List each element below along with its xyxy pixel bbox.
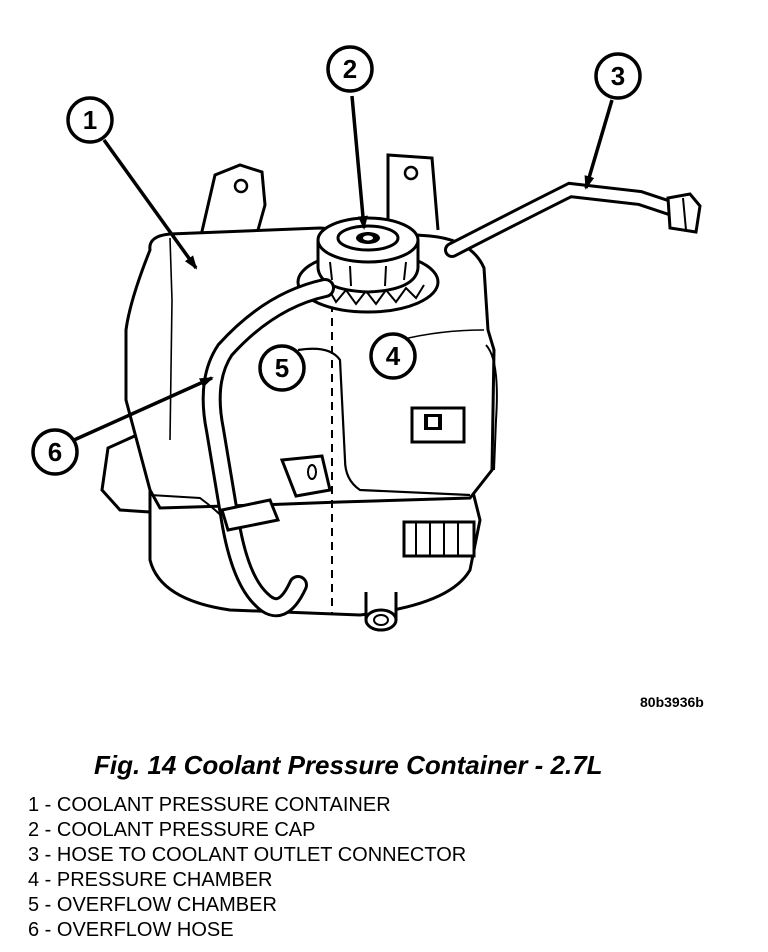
leader-line-3 (584, 99, 614, 190)
drain-outlet (364, 592, 398, 632)
callout-1-number: 1 (83, 105, 97, 135)
legend-item-4: 4 - PRESSURE CHAMBER (28, 869, 273, 891)
lower-connector (402, 520, 476, 558)
hose-to-outlet-connector (444, 181, 702, 258)
mounting-boss-center (279, 454, 332, 498)
hose-retainer-clip (220, 498, 281, 532)
legend-item-2: 2 - COOLANT PRESSURE CAP (28, 819, 316, 841)
coolant-container-diagram: 1 2 3 4 5 6 (31, 45, 702, 632)
mounting-bracket-left (198, 163, 267, 241)
legend-item-1: 1 - COOLANT PRESSURE CONTAINER (28, 794, 391, 816)
legend-item-5: 5 - OVERFLOW CHAMBER (28, 894, 277, 916)
callout-3-number: 3 (611, 61, 625, 91)
legend-item-6: 6 - OVERFLOW HOSE (28, 919, 234, 941)
callout-5: 5 (258, 344, 306, 392)
overflow-hose (201, 278, 335, 618)
callout-6: 6 (31, 428, 79, 476)
figure-caption: Fig. 14 Coolant Pressure Container - 2.7… (94, 750, 603, 780)
coolant-pressure-cap (316, 216, 420, 294)
callout-legend: 1 - COOLANT PRESSURE CONTAINER 2 - COOLA… (28, 793, 466, 943)
mounting-bracket-right (386, 153, 440, 240)
callout-1: 1 (66, 96, 114, 144)
leader-line-2 (350, 95, 368, 230)
callout-4-number: 4 (386, 341, 401, 371)
callout-2: 2 (326, 45, 374, 93)
figure-code: 80b3936b (640, 694, 704, 710)
callout-6-number: 6 (48, 437, 62, 467)
level-sensor-connector (410, 406, 466, 444)
callout-5-number: 5 (275, 353, 289, 383)
legend-item-3: 3 - HOSE TO COOLANT OUTLET CONNECTOR (28, 844, 467, 866)
leader-line-1 (102, 138, 198, 270)
leader-line-6 (73, 376, 214, 442)
callout-2-number: 2 (343, 54, 357, 84)
tank-side-curve (485, 344, 498, 471)
callout-4: 4 (369, 332, 417, 380)
tank-seam-upper (169, 237, 173, 441)
callout-3: 3 (594, 52, 642, 100)
tank-seam-step (297, 347, 471, 497)
